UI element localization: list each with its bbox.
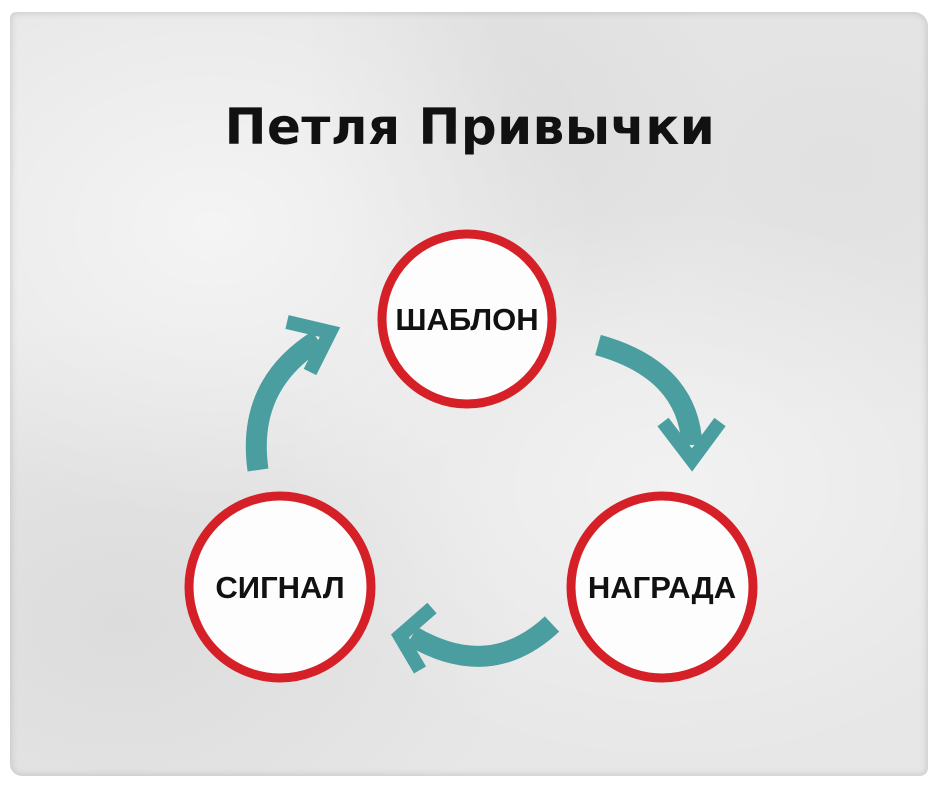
- arrow-routine-to-reward: [595, 334, 726, 472]
- arrow-head-icon: [657, 417, 726, 472]
- node-reward: НАГРАДА: [566, 491, 758, 683]
- arrow-shaft: [245, 331, 324, 472]
- node-ring: [184, 491, 376, 683]
- arrow-head-icon: [285, 315, 341, 376]
- node-routine: ШАБЛОН: [377, 229, 557, 409]
- node-label: СИГНАЛ: [215, 570, 344, 605]
- arrow-shaft: [406, 616, 560, 667]
- page-title: Петля Привычки: [224, 98, 716, 156]
- node-label: ШАБЛОН: [395, 302, 538, 337]
- node-label: НАГРАДА: [588, 570, 736, 605]
- arrow-reward-to-signal: [391, 602, 560, 674]
- node-ring: [566, 491, 758, 683]
- arrow-signal-to-routine: [245, 315, 341, 472]
- node-signal: СИГНАЛ: [184, 491, 376, 683]
- node-ring: [377, 229, 557, 409]
- arrow-head-icon: [391, 602, 437, 674]
- arrow-shaft: [595, 334, 703, 446]
